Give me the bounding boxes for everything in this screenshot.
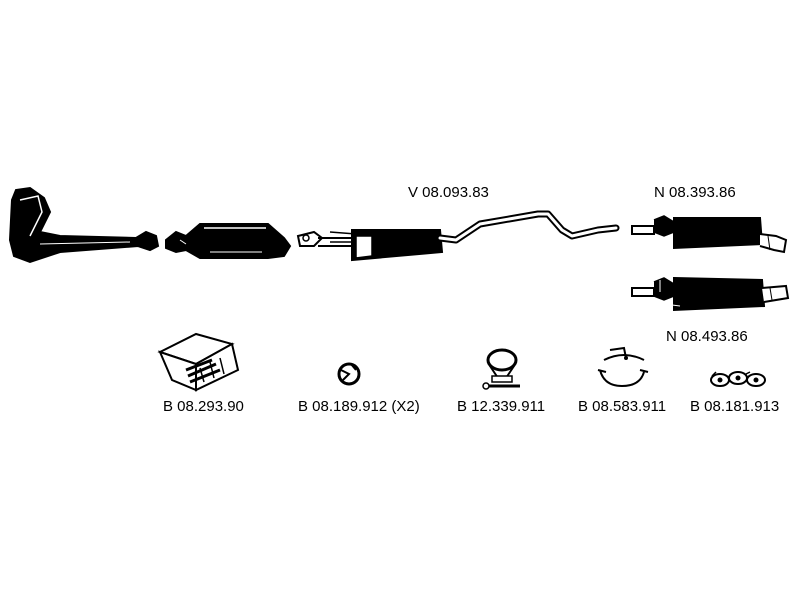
- rubber-mounts: [710, 371, 766, 387]
- rear-muffler-1: [631, 215, 788, 254]
- middle-muffler-label: V 08.093.83: [408, 184, 489, 201]
- rear-muffler-2: [631, 276, 790, 312]
- catalytic-converter: [165, 223, 292, 259]
- pipe-clamp-label: B 12.339.911: [457, 398, 546, 415]
- clamp-ring: [337, 362, 361, 386]
- mount-kit-label: B 08.293.90: [163, 398, 244, 415]
- mount-kit-box: [157, 332, 240, 392]
- pipe-clamp: [482, 348, 520, 390]
- rear-muffler-1-label: N 08.393.86: [654, 184, 736, 201]
- hanger-strap: [597, 346, 649, 388]
- hanger-strap-label: B 08.583.911: [578, 398, 667, 415]
- rear-muffler-2-label: N 08.493.86: [666, 328, 748, 345]
- clamp-ring-label: B 08.189.912 (X2): [298, 398, 420, 415]
- front-downpipe: [8, 186, 160, 264]
- rubber-mounts-label: B 08.181.913: [690, 398, 780, 415]
- middle-muffler-assembly: [296, 210, 620, 262]
